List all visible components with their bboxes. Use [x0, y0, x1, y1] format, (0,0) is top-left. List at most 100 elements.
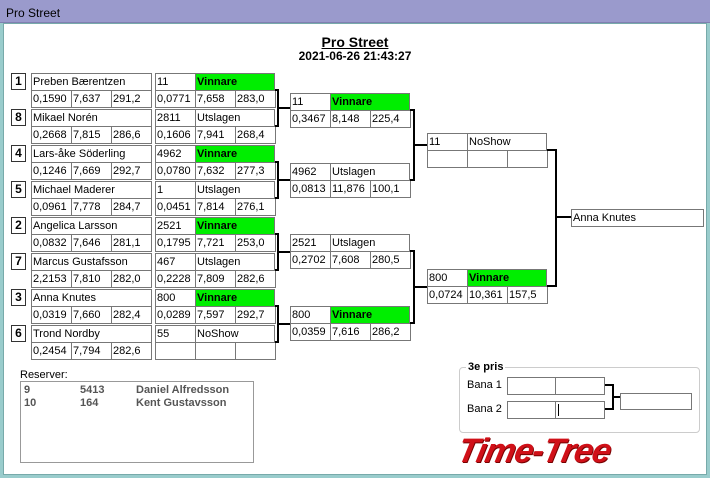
- qualifying-value[interactable]: 0,0961: [31, 198, 72, 216]
- round3-result-value[interactable]: [427, 150, 468, 168]
- qualifying-value[interactable]: 0,2454: [31, 342, 72, 360]
- round1-result-number[interactable]: 11: [155, 73, 196, 91]
- round1-result-value[interactable]: 283,0: [235, 90, 276, 108]
- round1-result-value[interactable]: 0,0289: [155, 306, 196, 324]
- round3-result-status[interactable]: Vinnare: [467, 269, 547, 287]
- round1-result-value[interactable]: 0,2228: [155, 270, 196, 288]
- driver-name[interactable]: Michael Maderer: [31, 181, 152, 199]
- round1-result-status[interactable]: NoShow: [195, 325, 275, 343]
- round1-result-value[interactable]: 282,6: [235, 270, 276, 288]
- round2-result-value[interactable]: 286,2: [370, 323, 411, 341]
- round2-result-value[interactable]: 0,2702: [290, 251, 331, 269]
- round1-result-value[interactable]: 268,4: [235, 126, 276, 144]
- round1-result-value[interactable]: 0,0451: [155, 198, 196, 216]
- round1-result-status[interactable]: Utslagen: [195, 109, 275, 127]
- bana2-field-a[interactable]: [507, 401, 556, 419]
- bana2-field-b[interactable]: [555, 401, 605, 419]
- round1-result-number[interactable]: 2521: [155, 217, 196, 235]
- round2-result-number[interactable]: 2521: [290, 234, 331, 252]
- round1-result-number[interactable]: 1: [155, 181, 196, 199]
- qualifying-value[interactable]: 282,6: [111, 342, 152, 360]
- round2-result-value[interactable]: 0,0359: [290, 323, 331, 341]
- driver-name[interactable]: Trond Nordby: [31, 325, 152, 343]
- round3-result-number[interactable]: 11: [427, 133, 468, 151]
- qualifying-value[interactable]: 7,637: [71, 90, 112, 108]
- round1-result-number[interactable]: 55: [155, 325, 196, 343]
- round1-result-value[interactable]: [235, 342, 276, 360]
- round2-result-value[interactable]: 0,3467: [290, 110, 331, 128]
- qualifying-value[interactable]: 2,2153: [31, 270, 72, 288]
- round1-result-value[interactable]: 7,632: [195, 162, 236, 180]
- driver-name[interactable]: Marcus Gustafsson: [31, 253, 152, 271]
- round2-result-value[interactable]: 0,0813: [290, 180, 331, 198]
- round3-result-value[interactable]: [467, 150, 508, 168]
- driver-name[interactable]: Preben Bærentzen: [31, 73, 152, 91]
- round1-result-value[interactable]: 0,1606: [155, 126, 196, 144]
- driver-name[interactable]: Angelica Larsson: [31, 217, 152, 235]
- round2-result-value[interactable]: 11,876: [330, 180, 371, 198]
- qualifying-value[interactable]: 7,669: [71, 162, 112, 180]
- round1-result-value[interactable]: 0,0771: [155, 90, 196, 108]
- round2-result-status[interactable]: Vinnare: [330, 306, 410, 324]
- qualifying-value[interactable]: 281,1: [111, 234, 152, 252]
- driver-name[interactable]: Lars-åke Söderling: [31, 145, 152, 163]
- qualifying-value[interactable]: 291,2: [111, 90, 152, 108]
- qualifying-value[interactable]: 0,1590: [31, 90, 72, 108]
- round2-result-status[interactable]: Vinnare: [330, 93, 410, 111]
- round1-result-value[interactable]: [155, 342, 196, 360]
- round1-result-status[interactable]: Vinnare: [195, 217, 275, 235]
- round1-result-value[interactable]: 7,941: [195, 126, 236, 144]
- qualifying-value[interactable]: 7,646: [71, 234, 112, 252]
- qualifying-value[interactable]: 7,794: [71, 342, 112, 360]
- round1-result-value[interactable]: 253,0: [235, 234, 276, 252]
- round2-result-status[interactable]: Utslagen: [330, 163, 410, 181]
- round1-result-value[interactable]: 7,814: [195, 198, 236, 216]
- round1-result-value[interactable]: 7,721: [195, 234, 236, 252]
- round1-result-value[interactable]: [195, 342, 236, 360]
- qualifying-value[interactable]: 0,0319: [31, 306, 72, 324]
- round1-result-status[interactable]: Utslagen: [195, 181, 275, 199]
- qualifying-value[interactable]: 286,6: [111, 126, 152, 144]
- round3-result-value[interactable]: 10,361: [467, 286, 508, 304]
- round2-result-number[interactable]: 11: [290, 93, 331, 111]
- round1-result-number[interactable]: 4962: [155, 145, 196, 163]
- qualifying-value[interactable]: 284,7: [111, 198, 152, 216]
- round2-result-value[interactable]: 7,616: [330, 323, 371, 341]
- round3-result-number[interactable]: 800: [427, 269, 468, 287]
- round1-result-value[interactable]: 7,658: [195, 90, 236, 108]
- round1-result-number[interactable]: 467: [155, 253, 196, 271]
- qualifying-value[interactable]: 292,7: [111, 162, 152, 180]
- round3-result-value[interactable]: 157,5: [507, 286, 548, 304]
- round2-result-value[interactable]: 225,4: [370, 110, 411, 128]
- round2-result-number[interactable]: 800: [290, 306, 331, 324]
- round1-result-value[interactable]: 0,0780: [155, 162, 196, 180]
- round2-result-number[interactable]: 4962: [290, 163, 331, 181]
- qualifying-value[interactable]: 282,4: [111, 306, 152, 324]
- qualifying-value[interactable]: 7,810: [71, 270, 112, 288]
- round1-result-value[interactable]: 7,809: [195, 270, 236, 288]
- final-winner[interactable]: Anna Knutes: [571, 209, 704, 227]
- round1-result-value[interactable]: 276,1: [235, 198, 276, 216]
- round1-result-value[interactable]: 7,597: [195, 306, 236, 324]
- third-place-winner-field[interactable]: [620, 393, 692, 410]
- round2-result-value[interactable]: 7,608: [330, 251, 371, 269]
- qualifying-value[interactable]: 0,2668: [31, 126, 72, 144]
- round2-result-value[interactable]: 8,148: [330, 110, 371, 128]
- round1-result-status[interactable]: Vinnare: [195, 73, 275, 91]
- round1-result-value[interactable]: 277,3: [235, 162, 276, 180]
- round1-result-value[interactable]: 292,7: [235, 306, 276, 324]
- round1-result-status[interactable]: Vinnare: [195, 145, 275, 163]
- bana1-field-b[interactable]: [555, 377, 605, 395]
- driver-name[interactable]: Mikael Norén: [31, 109, 152, 127]
- round1-result-value[interactable]: 0,1795: [155, 234, 196, 252]
- round1-result-status[interactable]: Utslagen: [195, 253, 275, 271]
- qualifying-value[interactable]: 7,660: [71, 306, 112, 324]
- round2-result-status[interactable]: Utslagen: [330, 234, 410, 252]
- driver-name[interactable]: Anna Knutes: [31, 289, 152, 307]
- round1-result-number[interactable]: 2811: [155, 109, 196, 127]
- qualifying-value[interactable]: 0,1246: [31, 162, 72, 180]
- bana1-field-a[interactable]: [507, 377, 556, 395]
